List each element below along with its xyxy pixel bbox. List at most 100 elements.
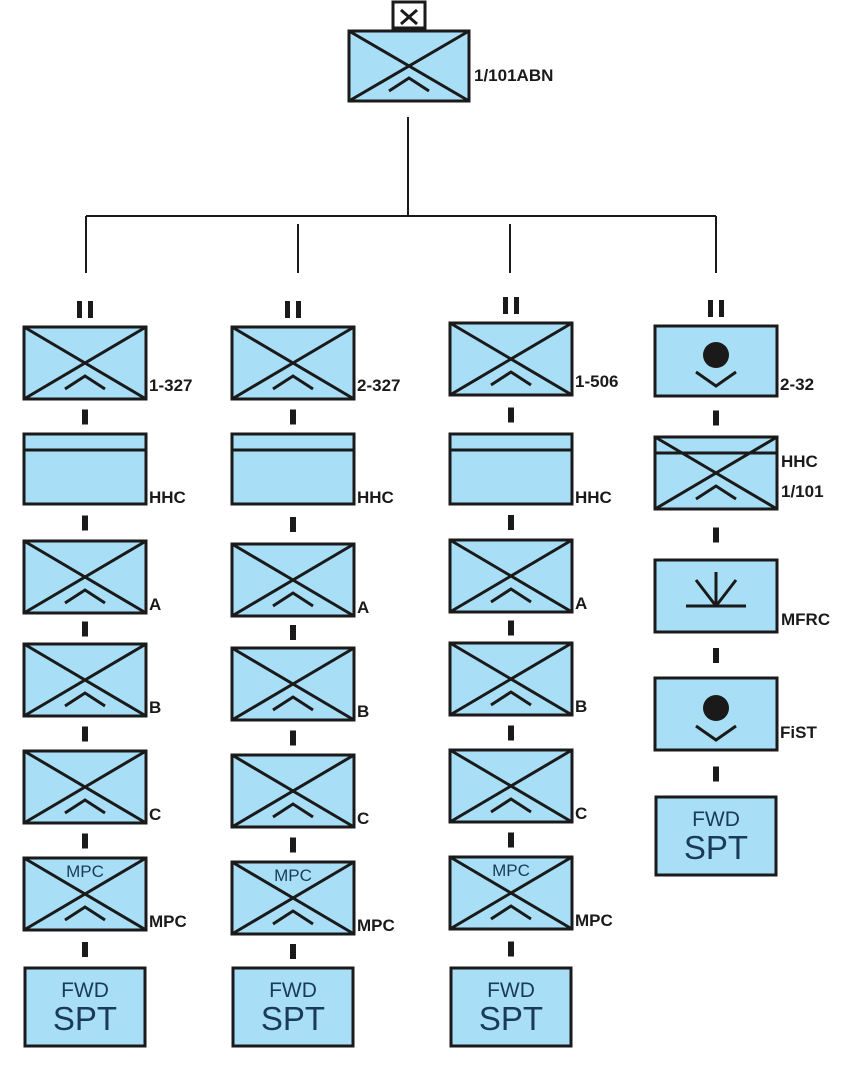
battalion-label: 2-32 (780, 375, 814, 394)
subunit-label: HHC (575, 488, 612, 507)
subunit: B (230, 625, 369, 722)
subunit: HHC (230, 409, 394, 507)
subunit-label: MPC (357, 916, 395, 935)
brigade-echelon-icon (391, 0, 427, 30)
infantry-airborne-icon (230, 753, 356, 829)
connector-tick (713, 410, 719, 426)
unit-inner-text: MPC (492, 861, 530, 880)
subunit-label-line2: 1/101 (781, 482, 824, 501)
subunit-label: HHC (357, 488, 394, 507)
connector-tick (713, 527, 719, 543)
subunit: HHC (22, 409, 186, 507)
unit-inner-text-bottom: SPT (53, 1000, 117, 1037)
unit-inner-text-top: FWD (487, 979, 535, 1002)
subunit: A (22, 515, 161, 615)
subunit: MPC MPC (22, 833, 187, 932)
subunit-label: B (149, 698, 161, 717)
battalion-label: 1-506 (575, 372, 618, 391)
unit-inner-text-bottom: SPT (479, 1000, 543, 1037)
connector-tick (82, 621, 88, 637)
subunit-label: A (357, 598, 369, 617)
subunit-label: A (149, 595, 161, 614)
subunit: MFRC (653, 527, 830, 634)
infantry-airborne-icon (347, 29, 471, 103)
subunit-label: C (149, 805, 161, 824)
infantry-airborne-icon (448, 641, 574, 717)
infantry-airborne-icon (230, 646, 356, 722)
battalion-label: 1-327 (149, 376, 192, 395)
subunit: C (448, 725, 587, 824)
infantry-airborne-icon: MPC (230, 860, 356, 936)
connector-tick (290, 944, 296, 959)
connector-tick (713, 766, 719, 782)
subunit-label: C (575, 804, 587, 823)
unit-inner-text-top: FWD (61, 979, 109, 1002)
subunit-label: FiST (780, 723, 817, 742)
subunit: A (448, 515, 587, 614)
infantry-airborne-icon: MPC (448, 855, 574, 931)
infantry-airborne-icon (448, 748, 574, 824)
unit-inner-text-top: FWD (269, 979, 317, 1002)
subunit-label: MPC (575, 911, 613, 930)
hq-unit: 1/101ABN (347, 0, 553, 103)
infantry-airborne-icon (230, 542, 356, 618)
subunit-label: B (357, 702, 369, 721)
battalion-echelon-icon (285, 301, 301, 318)
infantry-airborne-icon (448, 321, 574, 397)
infantry-airborne-icon (448, 538, 574, 614)
hhc-icon (448, 432, 574, 506)
subunit-label: HHC (781, 452, 818, 471)
subunit: B (22, 621, 161, 718)
subunit: MPC MPC (448, 832, 613, 931)
subunit: C (22, 726, 161, 825)
battalion-label: 2-327 (357, 376, 400, 395)
unit-inner-text-bottom: SPT (684, 829, 748, 866)
subunit: A (230, 517, 369, 618)
unit-inner-text: MPC (66, 862, 104, 881)
connector-tick (713, 648, 719, 663)
infantry-airborne-icon: MPC (22, 856, 148, 932)
infantry-airborne-icon (22, 539, 148, 615)
connector-tick (508, 725, 514, 741)
subunit: FiST (653, 648, 817, 752)
hhc-icon (230, 432, 356, 506)
field-artillery-airborne-icon (653, 676, 779, 752)
subunit-label: MPC (149, 912, 187, 931)
connector-tick (290, 730, 296, 746)
connector-tick (508, 941, 514, 957)
subunit: HHC 1/101 (653, 410, 824, 511)
connector-tick (82, 942, 88, 957)
battalion-echelon-icon (708, 300, 724, 317)
infantry-airborne-icon (22, 749, 148, 825)
mortar-icon (653, 558, 779, 634)
hhc-icon (22, 432, 148, 506)
battalion-echelon-icon (503, 297, 519, 314)
connector-tick (82, 726, 88, 742)
connector-tick (508, 407, 514, 423)
hq-label: 1/101ABN (474, 66, 553, 85)
infantry-airborne-icon (22, 642, 148, 718)
subunit: B (448, 620, 587, 717)
subunit-label: B (575, 697, 587, 716)
connector-tick (508, 515, 514, 530)
unit-inner-text-bottom: SPT (261, 1000, 325, 1037)
connector-tick (82, 833, 88, 849)
unit-inner-text-top: FWD (692, 808, 740, 831)
subunit: HHC (448, 407, 612, 507)
field-artillery-airborne-icon (653, 324, 779, 398)
subunit-label: HHC (149, 488, 186, 507)
connector-tick (290, 625, 296, 640)
connector-tick (290, 837, 296, 853)
